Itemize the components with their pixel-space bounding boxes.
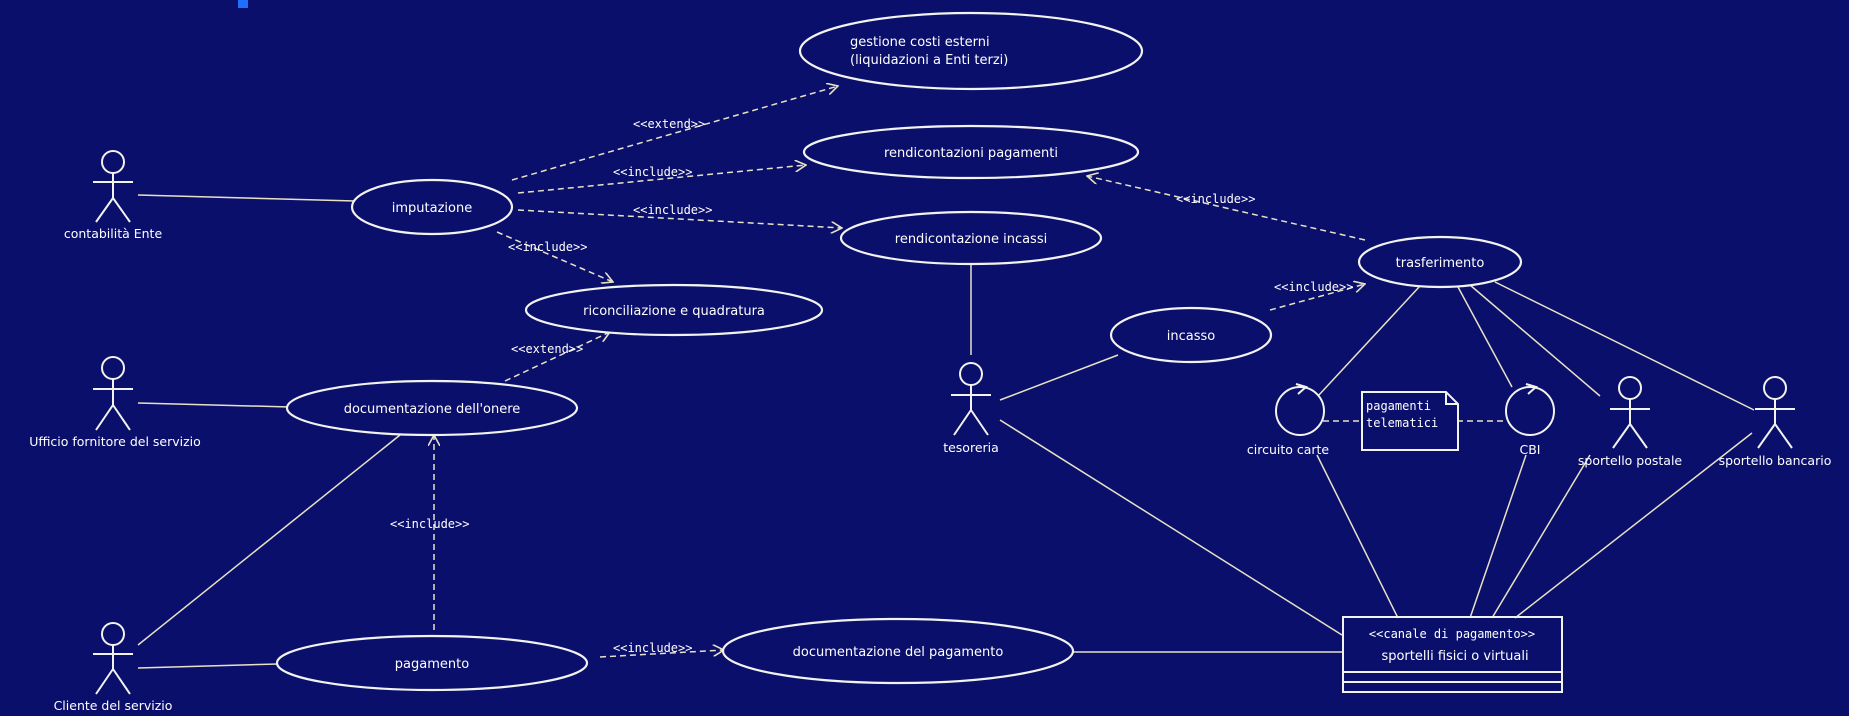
relation-labels: <<extend>> <<include>> <<include>> <<inc… <box>390 117 1353 655</box>
label-include-riconciliazione: <<include>> <box>508 240 587 254</box>
assoc-trasferimento-bancario <box>1494 281 1755 411</box>
class-stereotype: <<canale di pagamento>> <box>1369 627 1535 641</box>
use-case-documentazione-pagamento-label: documentazione del pagamento <box>793 645 1004 660</box>
control-circle-icon <box>1275 383 1325 436</box>
actor-ufficio-label: Ufficio fornitore del servizio <box>29 434 201 449</box>
assoc-cbi-canale <box>1469 454 1527 619</box>
use-case-riconciliazione[interactable]: riconciliazione e quadratura <box>524 283 824 337</box>
actor-tesoreria-label: tesoreria <box>943 440 999 455</box>
control-cbi[interactable]: CBI <box>1505 383 1555 457</box>
assoc-tesoreria-canale <box>999 419 1343 636</box>
assoc-bancario-canale <box>1514 432 1753 619</box>
stick-figure-icon <box>93 622 133 695</box>
use-case-rendicontazione-incassi[interactable]: rendicontazione incassi <box>839 210 1103 266</box>
use-case-imputazione[interactable]: imputazione <box>350 178 514 236</box>
dependency-lines <box>434 86 1503 658</box>
label-include-pagamento-onere: <<include>> <box>390 517 469 531</box>
label-include-incasso: <<include>> <box>1274 280 1353 294</box>
class-name: sportelli fisici o virtuali <box>1381 649 1528 664</box>
stick-figure-icon <box>951 362 991 436</box>
label-extend-costi: <<extend>> <box>633 117 705 131</box>
label-include-trasferimento: <<include>> <box>1176 192 1255 206</box>
use-case-rendicontazione-incassi-label: rendicontazione incassi <box>895 232 1047 247</box>
note-pagamenti-telematici: pagamenti telematici <box>1361 391 1459 451</box>
assoc-cliente-documentazione-onere <box>137 434 401 646</box>
control-cbi-label: CBI <box>1520 442 1541 457</box>
actor-sportello-bancario[interactable]: sportello bancario <box>1719 376 1832 468</box>
note-line1: pagamenti <box>1366 399 1431 413</box>
label-include-incassi: <<include>> <box>633 203 712 217</box>
use-case-riconciliazione-label: riconciliazione e quadratura <box>583 304 765 319</box>
extend-imputazione-gestione <box>511 86 838 181</box>
actor-tesoreria[interactable]: tesoreria <box>943 362 999 455</box>
control-circuito-carte-label: circuito carte <box>1247 442 1330 457</box>
assoc-tesoreria-incasso <box>999 354 1119 401</box>
use-case-incasso-label: incasso <box>1167 329 1216 344</box>
assoc-trasferimento-postale <box>1469 284 1601 397</box>
stick-figure-icon <box>1755 376 1795 449</box>
use-case-rendicontazioni-pagamenti-label: rendicontazioni pagamenti <box>884 146 1058 161</box>
label-include-rendicontazioni: <<include>> <box>613 165 692 179</box>
use-case-imputazione-label: imputazione <box>392 201 472 216</box>
stick-figure-icon <box>1610 376 1650 449</box>
use-case-trasferimento-label: trasferimento <box>1396 256 1485 271</box>
assoc-trasferimento-circuito <box>1317 285 1421 397</box>
use-case-gestione-costi[interactable]: gestione costi esterni (liquidazioni a E… <box>798 11 1144 91</box>
assoc-ufficio-documentazione-onere <box>137 402 291 408</box>
use-case-rendicontazioni-pagamenti[interactable]: rendicontazioni pagamenti <box>802 124 1140 180</box>
assoc-cliente-pagamento <box>137 663 279 669</box>
use-case-pagamento[interactable]: pagamento <box>275 634 589 692</box>
assoc-contabilita-imputazione <box>137 194 356 202</box>
assoc-postale-canale <box>1491 454 1591 619</box>
corner-accent <box>238 0 248 8</box>
actor-sportello-postale[interactable]: sportello postale <box>1578 376 1683 468</box>
use-case-documentazione-onere[interactable]: documentazione dell'onere <box>285 379 579 437</box>
assoc-circuito-canale <box>1316 454 1399 619</box>
use-case-documentazione-onere-label: documentazione dell'onere <box>344 402 521 417</box>
stick-figure-icon <box>93 356 133 431</box>
include-imputazione-rendicontazione-incassi <box>517 209 842 228</box>
include-imputazione-riconciliazione <box>496 231 613 282</box>
control-circle-icon <box>1505 383 1555 436</box>
actor-cliente-servizio[interactable]: Cliente del servizio <box>54 622 173 713</box>
use-case-gestione-costi-line2: (liquidazioni a Enti terzi) <box>850 53 1008 68</box>
include-imputazione-rendicontazioni <box>517 165 806 194</box>
class-canale-pagamento[interactable]: <<canale di pagamento>> sportelli fisici… <box>1342 616 1563 693</box>
use-case-trasferimento[interactable]: trasferimento <box>1357 235 1523 289</box>
stick-figure-icon <box>93 150 133 223</box>
actor-contabilita-ente[interactable]: contabilità Ente <box>64 150 163 241</box>
extend-documentazione-riconciliazione <box>504 332 610 382</box>
actor-contabilita-label: contabilità Ente <box>64 226 163 241</box>
use-case-documentazione-pagamento[interactable]: documentazione del pagamento <box>721 617 1075 685</box>
label-include-documentazione-pagamento: <<include>> <box>613 641 692 655</box>
control-circuito-carte[interactable]: circuito carte <box>1247 383 1330 457</box>
actor-sportello-bancario-label: sportello bancario <box>1719 453 1832 468</box>
use-case-incasso[interactable]: incasso <box>1109 306 1273 364</box>
association-lines <box>137 194 1755 669</box>
label-extend-riconciliazione: <<extend>> <box>511 342 583 356</box>
actor-cliente-label: Cliente del servizio <box>54 698 173 713</box>
use-case-gestione-costi-line1: gestione costi esterni <box>850 35 990 50</box>
assoc-trasferimento-cbi <box>1457 286 1513 388</box>
note-line2: telematici <box>1366 416 1438 430</box>
actor-ufficio-fornitore[interactable]: Ufficio fornitore del servizio <box>29 356 201 449</box>
use-case-pagamento-label: pagamento <box>395 657 469 672</box>
actor-sportello-postale-label: sportello postale <box>1578 453 1683 468</box>
include-pagamento-documentazione-pagamento <box>599 650 724 658</box>
include-trasferimento-rendicontazioni <box>1087 176 1366 241</box>
include-incasso-trasferimento <box>1269 284 1365 311</box>
